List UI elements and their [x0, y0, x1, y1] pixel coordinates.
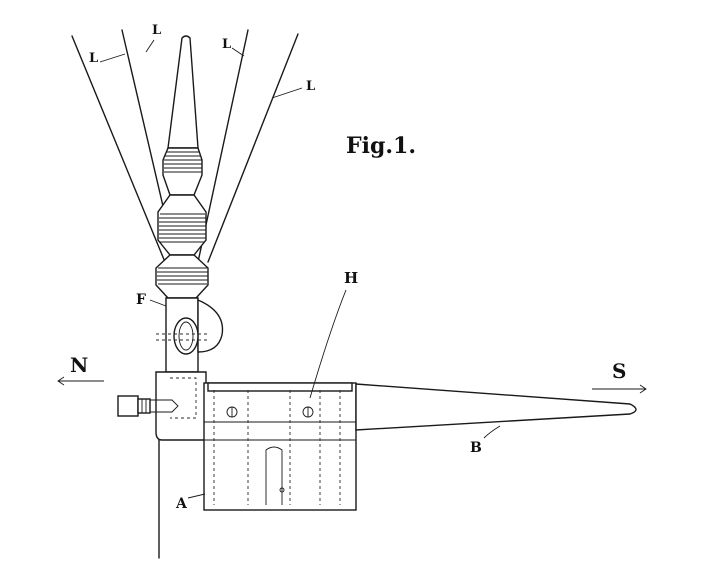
arm-B — [355, 383, 637, 431]
label-B: B — [470, 440, 482, 456]
insulator-column — [155, 35, 224, 373]
label-A: A — [175, 496, 188, 512]
label-L-4: L — [306, 79, 315, 94]
wire-label-leaders — [99, 39, 303, 99]
label-F: F — [136, 292, 146, 308]
figure-caption: Fig.1. — [346, 133, 416, 159]
box-A — [203, 382, 357, 511]
label-L-2: L — [152, 23, 161, 38]
wire-4 — [207, 33, 299, 263]
wire-1 — [71, 35, 166, 263]
label-H: H — [344, 269, 358, 287]
label-S: S — [612, 359, 626, 383]
label-L-3: L — [222, 37, 231, 52]
label-leaders — [149, 289, 501, 499]
direction-arrows — [57, 376, 647, 394]
base-bracket — [117, 371, 207, 441]
label-N: N — [70, 353, 88, 377]
label-L-1: L — [89, 51, 98, 66]
